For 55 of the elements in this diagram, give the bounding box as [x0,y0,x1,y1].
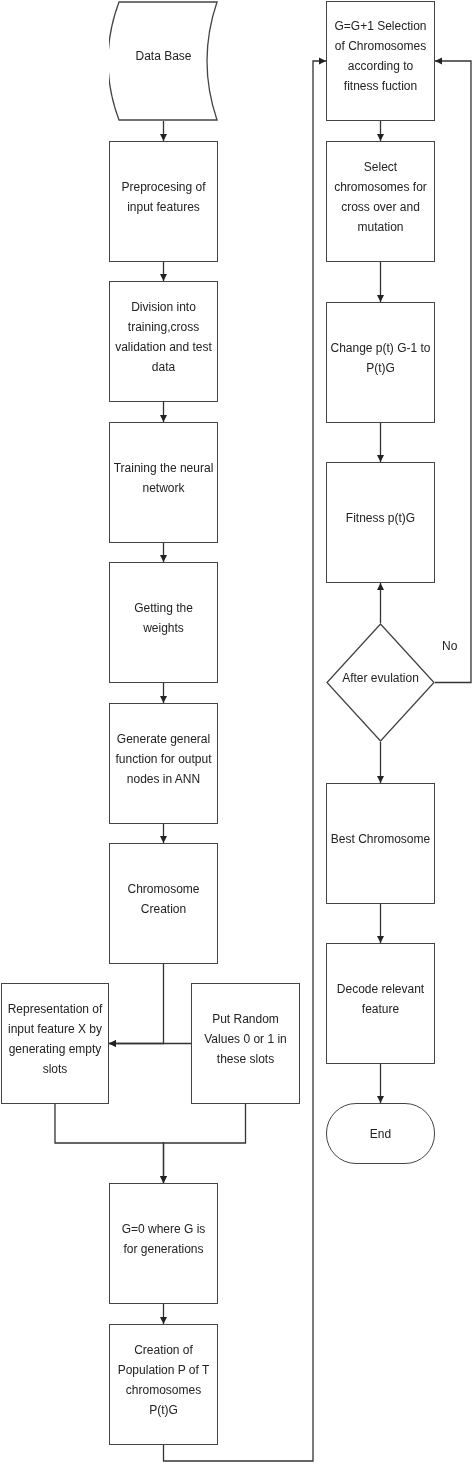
arrow [160,261,167,282]
arrow [160,542,167,563]
node-text: Decode relevant feature [335,980,426,1018]
node-text: Chromosome Creation [126,880,201,918]
process-box [191,983,300,1104]
terminator-shape [326,1103,435,1164]
arrow [160,823,167,844]
node-text: End [369,1125,392,1143]
arrow [160,120,167,142]
process-box [326,943,435,1064]
node-text: G=0 where G is for generations [120,1220,207,1258]
process-box [109,562,218,683]
arrow [108,1040,192,1047]
arrow [160,682,167,704]
process-box [109,281,218,402]
process-box [326,302,435,423]
arrow [377,903,384,944]
node-text: Best Chromosome [330,830,431,848]
arrow [377,261,384,303]
arrow [377,582,384,624]
process-box [109,141,218,262]
arrow [160,1303,167,1325]
process-box [1,983,109,1104]
node-text: Getting the weights [133,599,194,637]
node-text: Representation of input feature X by generating empty slots [6,1000,104,1078]
process-box [109,422,218,543]
node-text: Change p(t) G-1 to P(t)G [330,339,431,377]
process-box [109,703,218,824]
arrow [377,120,384,142]
node-text: Select chromosomes for cross over and mutation [333,158,428,236]
arrow [377,422,384,463]
arrow [160,1103,247,1184]
process-box [326,141,435,262]
node-text: Fitness p(t)G [345,509,416,527]
arrow [160,401,167,423]
process-box [109,843,218,964]
node-text: Generate general function for output nodes in ANN [114,730,213,788]
arrow [162,57,327,1462]
arrow [377,741,384,784]
arrow [377,1063,384,1104]
node-text: After evulation [342,669,419,687]
node-text: Preprocesing of input features [120,178,207,216]
node-text: Creation of Population P of T chromosomes P(t)G [116,1341,211,1419]
process-box [326,462,435,583]
edge-label: No [441,640,459,652]
node-text: Division into training,cross validation and test data [114,298,213,376]
process-box [326,1,435,121]
node-text: Data Base [135,48,192,65]
process-box [109,1183,218,1304]
process-box [109,1324,218,1445]
process-box [326,783,435,904]
arrow [434,57,472,684]
node-text: Put Random Values 0 or 1 in these slots [203,1010,288,1068]
node-text: G=G+1 Selection of Chromosomes according to fitness fuction [333,18,428,95]
node-text: Training the neural network [113,459,214,497]
